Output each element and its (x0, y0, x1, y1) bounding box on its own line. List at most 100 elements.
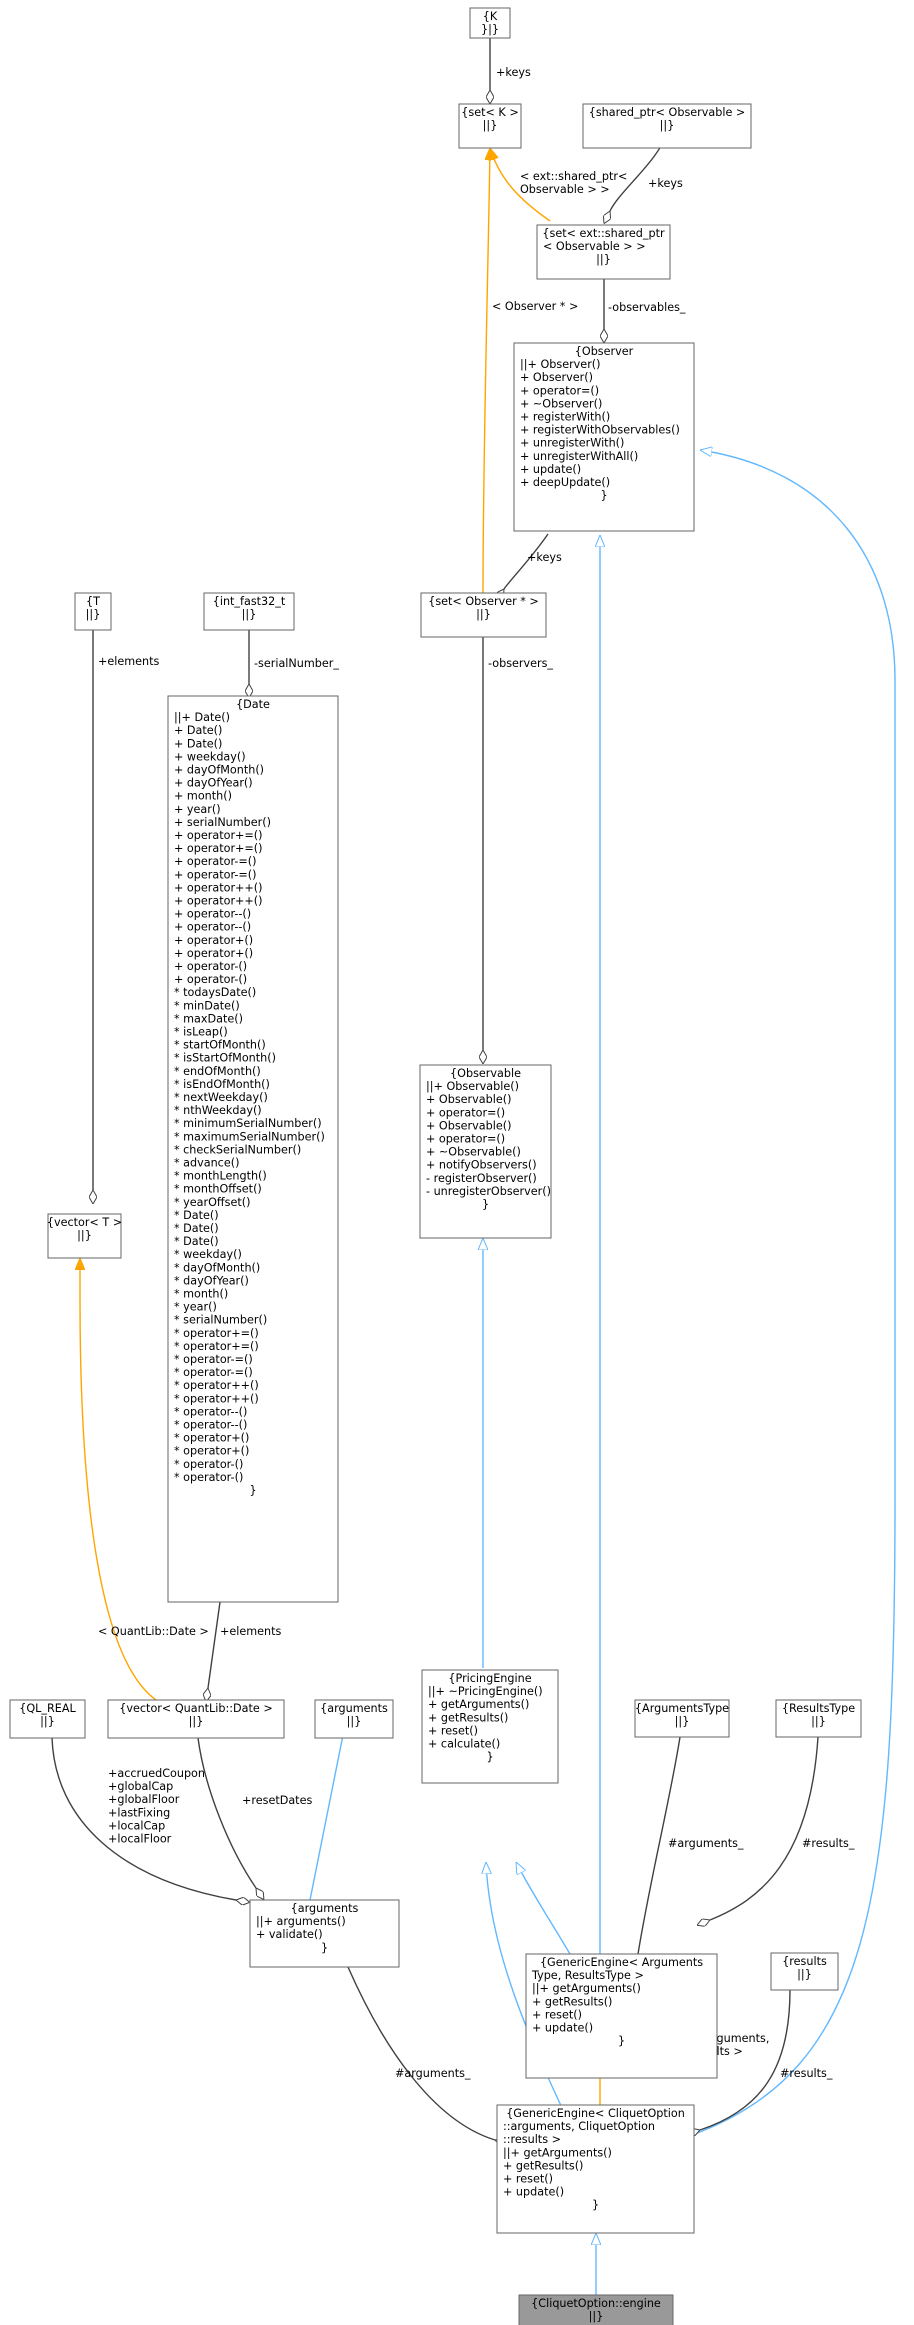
class-pricing-engine[interactable]: {PricingEngine||+ ~PricingEngine()+ getA… (421, 1669, 559, 1784)
class-text-line: ||+ Observable() (426, 1080, 519, 1093)
class-text-line: + ~Observable() (426, 1146, 521, 1159)
edge-label: #arguments_ (395, 2067, 471, 2080)
class-text-line: {K (483, 10, 498, 23)
class-text-line: ||} (660, 119, 675, 132)
class-text-line: + calculate() (428, 1738, 500, 1751)
edge-label-line: +resetDates (242, 1794, 312, 1807)
class-text-line: * isEndOfMonth() (174, 1078, 270, 1091)
class-cliquet-arguments[interactable]: {arguments||+ arguments()+ validate()} (249, 1899, 400, 1968)
class-text-line: + reset() (532, 2008, 582, 2021)
class-text-line: ||+ Date() (174, 711, 230, 724)
class-results[interactable]: {results||} (770, 1952, 839, 1991)
class-text-line: {ArgumentsType (635, 1702, 729, 1715)
edge-label-line: Observable > > (520, 183, 610, 196)
class-text-line: * checkSerialNumber() (174, 1143, 301, 1156)
class-text-line: ||} (189, 1715, 204, 1728)
class-text-line: {vector< QuantLib::Date > (119, 1702, 272, 1715)
edge-k-keys: +keys (490, 38, 531, 90)
class-text-line: } (249, 1484, 256, 1497)
edge-label-line: +globalCap (108, 1780, 173, 1793)
edge-setk-observerptr: < Observer * > (482, 148, 578, 595)
edge-label-line: +keys (496, 66, 531, 79)
edge-label-line: +elements (220, 1625, 282, 1638)
class-text-line: + notifyObservers() (426, 1159, 537, 1172)
edge-label: -observers_ (488, 657, 553, 670)
class-text-line: + operator=() (426, 1133, 505, 1146)
edge-observer-keys: +keys (504, 533, 562, 589)
class-text-line: * dayOfMonth() (174, 1261, 260, 1274)
class-vector-t[interactable]: {vector< T >||} (47, 1213, 122, 1259)
class-text-line: + operator-() (174, 960, 247, 973)
class-set-observer-ptr[interactable]: {set< Observer * >||} (420, 592, 547, 638)
class-K[interactable]: {K}|} (469, 7, 511, 39)
class-shared-ptr-observable[interactable]: {shared_ptr< Observable >||} (582, 103, 752, 149)
edge-vectort-quantlibdate: < QuantLib::Date > (80, 1258, 209, 1701)
edge-label-line: +accruedCoupon (108, 1767, 205, 1780)
class-int-fast32-t[interactable]: {int_fast32_t||} (203, 592, 295, 631)
class-text-line: } (600, 489, 607, 502)
class-text-line: + operator+() (174, 947, 253, 960)
class-text-line: + year() (174, 803, 221, 816)
class-generic-engine-cliquet[interactable]: {GenericEngine< CliquetOption::arguments… (496, 2104, 695, 2234)
edge-label-line: +lastFixing (108, 1806, 170, 1819)
class-text-line: * isStartOfMonth() (174, 1052, 276, 1065)
class-arguments-type[interactable]: {ArgumentsType||} (634, 1699, 730, 1738)
class-observable[interactable]: {Observable||+ Observable()+ Observable(… (419, 1064, 552, 1239)
class-text-line: ||+ Observer() (520, 358, 601, 371)
class-text-line: {CliquetOption::engine (531, 2297, 661, 2310)
class-text-line: * operator--() (174, 1405, 247, 1418)
class-vector-quantlib-date[interactable]: {vector< QuantLib::Date >||} (107, 1699, 285, 1739)
class-text-line: + month() (174, 790, 232, 803)
class-T[interactable]: {T||} (74, 592, 112, 631)
class-observer[interactable]: {Observer||+ Observer()+ Observer()+ ope… (513, 342, 695, 532)
class-text-line: ||+ arguments() (256, 1915, 346, 1928)
class-text-line: {PricingEngine (448, 1672, 531, 1685)
class-text-line: * isLeap() (174, 1026, 228, 1039)
class-text-line: * maximumSerialNumber() (174, 1130, 325, 1143)
class-arguments-base[interactable]: {arguments||} (314, 1699, 394, 1739)
class-text-line: {ResultsType (782, 1702, 855, 1715)
class-text-line: * Date() (174, 1209, 219, 1222)
class-text-line: {Date (236, 698, 270, 711)
edge-label-line: +globalFloor (108, 1793, 180, 1806)
class-text-line: ||} (476, 608, 491, 621)
class-text-line: + operator++() (174, 895, 263, 908)
edge-label-line: -observers_ (488, 657, 553, 670)
class-text-line: * operator-=() (174, 1366, 253, 1379)
class-set-ext-shared-ptr[interactable]: {set< ext::shared_ptr< Observable > >||} (536, 224, 671, 280)
class-text-line: ||} (589, 2310, 604, 2323)
class-text-line: + operator=() (426, 1106, 505, 1119)
class-ql-real[interactable]: {QL_REAL||} (9, 1699, 86, 1739)
class-date[interactable]: {Date||+ Date()+ Date()+ Date()+ weekday… (167, 695, 339, 1603)
class-text-line: + Observable() (426, 1119, 511, 1132)
class-results-type[interactable]: {ResultsType||} (775, 1699, 862, 1738)
class-text-line: + operator-=() (174, 868, 256, 881)
class-text-line: + validate() (256, 1928, 323, 1941)
edge-label: +elements (220, 1625, 282, 1638)
class-text-line: + operator=() (520, 384, 599, 397)
class-set-k[interactable]: {set< K >||} (458, 103, 522, 149)
class-text-line: ||} (483, 119, 498, 132)
class-text-line: * operator++() (174, 1392, 259, 1405)
edge-argtype-arguments: #arguments_ (638, 1736, 744, 1954)
edge-label-line: +keys (527, 551, 562, 564)
class-text-line: - unregisterObserver() (426, 1185, 551, 1198)
class-text-line: * startOfMonth() (174, 1039, 266, 1052)
class-text-line: * yearOffset() (174, 1196, 250, 1209)
edge-label-line: < Observer * > (492, 300, 578, 313)
class-text-line: - registerObserver() (426, 1172, 537, 1185)
class-text-line: ||} (77, 1229, 92, 1242)
class-text-line: + serialNumber() (174, 816, 271, 829)
edge-qlreal-members: +accruedCoupon+globalCap+globalFloor+las… (51, 1737, 236, 1900)
class-generic-engine[interactable]: {GenericEngine< ArgumentsType, ResultsTy… (525, 1953, 718, 2079)
class-text-line: } (486, 1751, 493, 1764)
class-text-line: + Observable() (426, 1093, 511, 1106)
class-text-line: {QL_REAL (19, 1702, 76, 1715)
class-text-line: + dayOfYear() (174, 777, 253, 790)
edge-observer-cliquet (691, 450, 896, 2136)
edge-date-elements: +elements (208, 1601, 282, 1688)
class-text-line: + Date() (174, 737, 222, 750)
class-text-line: + ~Observer() (520, 397, 602, 410)
class-text-line: } (321, 1941, 328, 1954)
class-cliquet-option-engine[interactable]: {CliquetOption::engine||} (518, 2294, 674, 2325)
